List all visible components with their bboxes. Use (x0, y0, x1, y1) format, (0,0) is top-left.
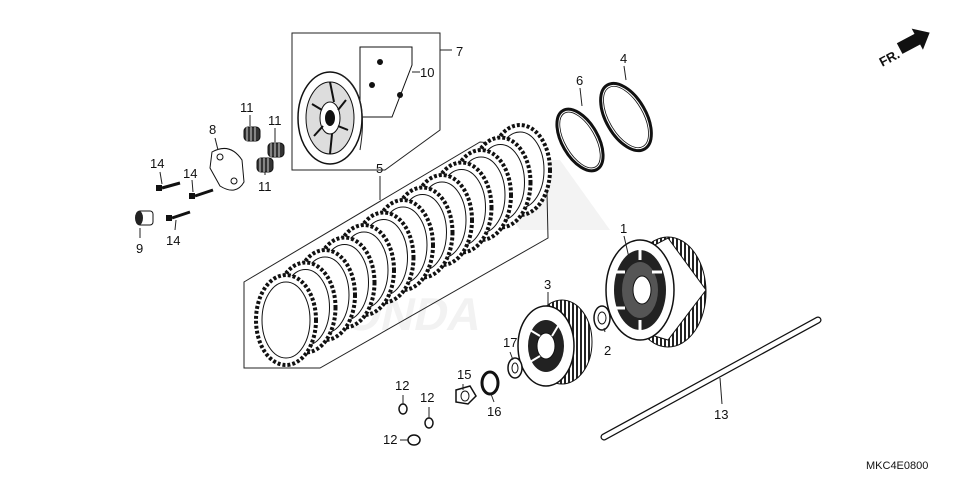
lifter-plate-10 (359, 46, 413, 118)
callout-3: 3 (544, 277, 551, 292)
clutch-spring-icon (243, 126, 261, 142)
callout-8: 8 (209, 122, 216, 137)
callout-10: 10 (420, 65, 434, 80)
group-box-5 (243, 141, 549, 369)
callout-16: 16 (487, 404, 501, 419)
bolt-icon (189, 188, 214, 199)
callout-11b: 11 (268, 113, 282, 128)
small-hardware (398, 357, 523, 446)
callout-1: 1 (620, 221, 627, 236)
ring-4 (599, 81, 653, 153)
callout-14c: 14 (166, 233, 180, 248)
callout-14b: 14 (183, 166, 197, 181)
callout-15: 15 (457, 367, 471, 382)
ring-6 (555, 107, 605, 173)
thrust-washer-2 (593, 305, 611, 331)
clip-12c (407, 434, 421, 446)
front-arrow-icon: FR. (877, 28, 930, 70)
callout-11c: 11 (258, 179, 272, 194)
clip-12b (424, 417, 434, 429)
spring-plate-8 (209, 147, 245, 191)
group-box-7 (291, 32, 441, 171)
clutch-disc (254, 273, 318, 367)
diagram-code: MKC4E0800 (866, 460, 928, 472)
clutch-outer-1 (605, 236, 707, 348)
callout-13: 13 (714, 407, 728, 422)
callout-4: 4 (620, 51, 627, 66)
leader-lines (139, 65, 723, 441)
clutch-spring-icon (267, 142, 285, 158)
washer-16 (480, 370, 500, 396)
callout-labels: 1 2 3 4 5 6 7 8 9 10 11 11 11 12 12 12 1… (136, 44, 728, 447)
lifter-rod-13 (600, 316, 822, 441)
callout-11a: 11 (240, 100, 254, 115)
callout-2: 2 (604, 343, 611, 358)
bolt-icon (156, 181, 181, 191)
clutch-springs (243, 126, 285, 173)
callout-12b: 12 (420, 390, 434, 405)
callout-9: 9 (136, 241, 143, 256)
callout-17: 17 (503, 335, 517, 350)
direction-label: FR. (877, 46, 903, 69)
clutch-disc-stack (243, 123, 552, 369)
bolts-14 (156, 181, 214, 221)
callout-6: 6 (576, 73, 583, 88)
o-rings (555, 81, 653, 173)
cap-nut-9 (135, 210, 154, 226)
callout-7: 7 (456, 44, 463, 59)
callout-12c: 12 (383, 432, 397, 447)
clip-12a (398, 403, 408, 415)
bolt-icon (166, 210, 191, 221)
callout-5: 5 (376, 161, 383, 176)
clutch-center-3 (517, 299, 593, 387)
callout-12a: 12 (395, 378, 409, 393)
clutch-spring-icon (256, 157, 274, 173)
pressure-plate-group (291, 32, 452, 171)
callout-14a: 14 (150, 156, 164, 171)
